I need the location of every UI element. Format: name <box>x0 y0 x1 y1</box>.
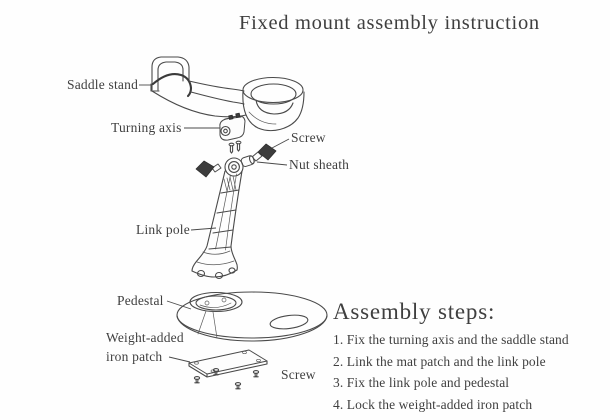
assembly-steps-heading: Assembly steps: <box>333 299 496 324</box>
label-saddle-stand: Saddle stand <box>67 77 139 92</box>
iron-patch-drawing <box>188 349 268 378</box>
nut-sheath-drawing <box>240 155 255 167</box>
label-weight-added-iron-patch: Weight-added iron patch <box>106 329 184 366</box>
assembly-steps-list: 1. Fix the turning axis and the saddle s… <box>333 329 569 415</box>
label-turning-axis: Turning axis <box>111 120 182 135</box>
label-weight-added-line2: iron patch <box>106 348 163 364</box>
screw-cap-right-drawing <box>251 143 277 162</box>
label-screw-top: Screw <box>291 130 326 145</box>
saddle-stand-drawing <box>150 56 305 132</box>
page-title: Fixed mount assembly instruction <box>239 12 540 34</box>
patch-screws-drawing <box>193 368 260 390</box>
assembly-step-4: 4. Lock the weight-added iron patch <box>333 396 533 412</box>
label-link-pole: Link pole <box>136 222 190 237</box>
assembly-step-3: 3. Fix the link pole and pedestal <box>333 375 510 390</box>
label-nut-sheath: Nut sheath <box>289 157 350 172</box>
pedestal-drawing <box>176 291 328 342</box>
label-screw-bottom: Screw <box>281 367 316 382</box>
turning-axis-drawing <box>219 112 246 141</box>
screw-cap-left-drawing <box>195 160 222 178</box>
link-pole-drawing <box>191 157 244 280</box>
label-pedestal: Pedestal <box>117 293 164 308</box>
small-screws-drawing <box>228 140 242 154</box>
assembly-step-1: 1. Fix the turning axis and the saddle s… <box>333 332 569 347</box>
leader-lines <box>139 84 290 363</box>
assembly-step-2: 2. Link the mat patch and the link pole <box>333 353 546 369</box>
label-weight-added-line1: Weight-added <box>106 330 184 345</box>
